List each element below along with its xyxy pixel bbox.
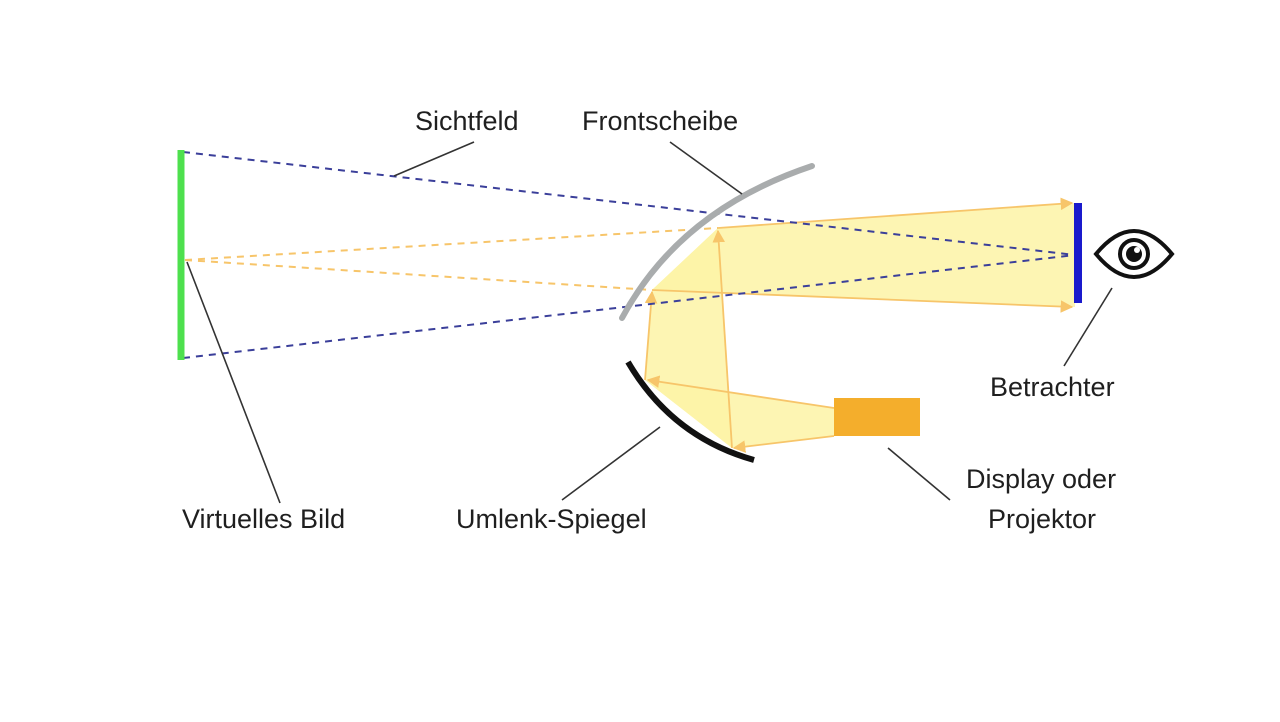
display-box: [834, 398, 920, 436]
label-umlenk-spiegel: Umlenk-Spiegel: [456, 504, 647, 534]
eye-icon: [1093, 229, 1175, 279]
windshield: [619, 163, 815, 321]
virtual-rays: [184, 227, 719, 291]
label-display-line2: Projektor: [988, 504, 1097, 534]
label-display-line1: Display oder: [966, 464, 1117, 494]
deflection-mirror: [625, 360, 755, 463]
label-virtuelles-bild: Virtuelles Bild: [182, 504, 346, 534]
leader-lines: [186, 141, 1113, 504]
label-betrachter: Betrachter: [990, 372, 1115, 402]
label-sichtfeld: Sichtfeld: [415, 106, 519, 136]
light-beam: [644, 197, 1075, 453]
label-frontscheibe: Frontscheibe: [582, 106, 739, 136]
